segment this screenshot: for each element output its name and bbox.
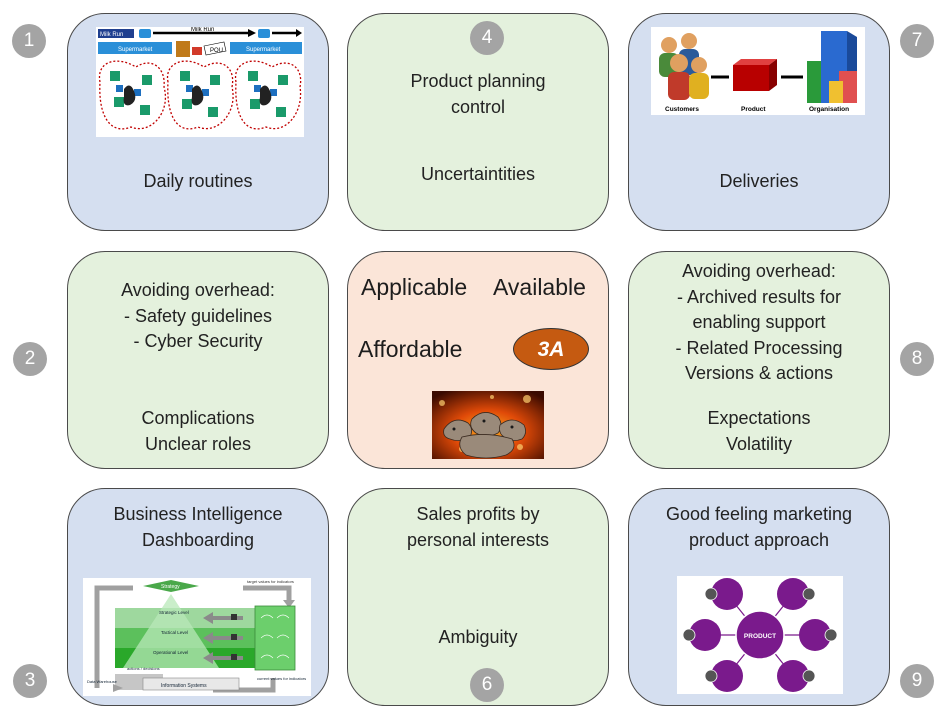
card3-text: Business Intelligence Dashboarding — [68, 502, 328, 553]
card4-top-line-2: control — [450, 96, 506, 117]
bi-pyramid-image: Strategy target values for indicators St… — [83, 578, 311, 696]
supermarket-label-right: Supermarket — [246, 47, 281, 53]
pou-label: POU — [210, 48, 223, 54]
number-badge-4: 4 — [470, 21, 504, 55]
organisation-building-icon — [807, 31, 857, 103]
strategy-label: Strategy — [161, 584, 180, 590]
tactical-level-label: Tactical Level — [161, 630, 188, 635]
customers-icon — [659, 33, 709, 100]
product-marketing-image: PRODUCT — [677, 576, 843, 694]
card1-line-1: Daily routines — [143, 171, 253, 191]
card8-bottom-line-2: Volatility — [725, 433, 793, 454]
card-avoiding-overhead-safety: Avoiding overhead: - Safety guidelines -… — [67, 251, 329, 469]
card7-text: Deliveries — [629, 169, 889, 195]
card-daily-routines: Milk Run Milk Run Supermarket POU Superm… — [67, 13, 329, 231]
number-badge-7: 7 — [900, 24, 934, 58]
milk-run-label-left: Milk Run — [100, 32, 123, 38]
word-affordable: Affordable — [358, 336, 463, 362]
number-badge-8: 8 — [900, 342, 934, 376]
current-values-label: current values for indicators — [257, 676, 306, 681]
card-business-intelligence: Business Intelligence Dashboarding Strat… — [67, 488, 329, 706]
card2-top-text: Avoiding overhead: - Safety guidelines -… — [68, 278, 328, 355]
customers-product-organisation-image: Customers Product Organisation — [651, 27, 865, 115]
organisation-label: Organisation — [809, 106, 849, 113]
card6-bottom-text: Ambiguity — [348, 625, 608, 651]
card9-text: Good feeling marketing product approach — [629, 502, 889, 553]
card4-bottom-text: Uncertaintities — [348, 162, 608, 188]
card8-top-text: Avoiding overhead: - Archived results fo… — [629, 259, 889, 387]
word-applicable: Applicable — [361, 274, 468, 300]
card6-top-line-2: personal interests — [406, 529, 550, 550]
card4-bottom-line-1: Uncertaintities — [420, 164, 536, 184]
supermarket-label-left: Supermarket — [118, 47, 153, 53]
card2-top-line-2: - Safety guidelines — [123, 305, 273, 326]
product-center-label: PRODUCT — [744, 633, 776, 640]
card-good-feeling-marketing: Good feeling marketing product approach … — [628, 488, 890, 706]
data-warehouse-label: Data Warehouse — [87, 679, 118, 684]
card8-top-line-1: Avoiding overhead: — [682, 261, 836, 281]
product-marketing-wheel: PRODUCT — [682, 578, 838, 692]
card8-top-line-4: - Related Processing — [675, 337, 843, 358]
product-label: Product — [741, 106, 766, 113]
card3-line-2: Dashboarding — [141, 529, 255, 550]
customers-label: Customers — [665, 106, 699, 113]
strategic-level-label: Strategic Level — [159, 610, 189, 615]
number-badge-6: 6 — [470, 668, 504, 702]
number-badge-3: 3 — [13, 664, 47, 698]
card9-line-1: Good feeling marketing — [665, 504, 853, 524]
product-box-icon — [733, 59, 777, 91]
card2-bottom-line-2: Unclear roles — [144, 433, 252, 454]
three-a-badge: 3A — [513, 328, 589, 370]
customers-product-organisation-diagram: Customers Product Organisation — [659, 31, 857, 113]
card6-top-line-1: Sales profits by — [416, 504, 540, 524]
number-badge-9: 9 — [900, 664, 934, 698]
card2-bottom-line-1: Complications — [141, 408, 255, 428]
card8-bottom-line-1: Expectations — [707, 408, 811, 428]
card8-bottom-text: Expectations Volatility — [629, 406, 889, 457]
card-product-planning: Product planning control Uncertaintities — [347, 13, 609, 231]
card8-top-line-3: enabling support — [692, 312, 826, 332]
card2-top-line-3: - Cyber Security — [133, 331, 263, 351]
cerberus-fire-illustration — [432, 391, 544, 459]
operational-level-label: Operational Level — [153, 650, 188, 655]
card4-top-text: Product planning control — [348, 69, 608, 120]
card4-top-line-1: Product planning — [410, 71, 546, 91]
card1-text: Daily routines — [68, 169, 328, 195]
card-deliveries: Customers Product Organisation Deliverie… — [628, 13, 890, 231]
number-badge-1: 1 — [12, 24, 46, 58]
card6-bottom-line-1: Ambiguity — [438, 627, 518, 647]
milk-run-diagram: Milk Run Milk Run Supermarket POU Superm… — [98, 27, 302, 130]
card-3a: Applicable Available Affordable 3A — [347, 251, 609, 469]
milk-run-image: Milk Run Milk Run Supermarket POU Superm… — [96, 27, 304, 137]
number-badge-2: 2 — [13, 342, 47, 376]
word-available: Available — [493, 274, 586, 300]
target-values-label: target values for indicators — [247, 579, 294, 584]
milk-run-label-right: Milk Run — [191, 27, 214, 33]
card2-bottom-text: Complications Unclear roles — [68, 406, 328, 457]
card-avoiding-overhead-archive: Avoiding overhead: - Archived results fo… — [628, 251, 890, 469]
card7-line-1: Deliveries — [719, 171, 799, 191]
card3-line-1: Business Intelligence — [113, 504, 283, 524]
card6-top-text: Sales profits by personal interests — [348, 502, 608, 553]
bi-pyramid-diagram: Strategy target values for indicators St… — [87, 579, 306, 693]
card9-line-2: product approach — [688, 529, 830, 550]
card2-top-line-1: Avoiding overhead: — [121, 280, 275, 300]
card8-top-line-5: Versions & actions — [684, 363, 834, 383]
actions-label: actions / decisions — [127, 666, 160, 671]
card8-top-line-2: - Archived results for — [676, 286, 842, 307]
cerberus-image — [432, 391, 544, 459]
information-systems-label: Information Systems — [161, 683, 207, 689]
